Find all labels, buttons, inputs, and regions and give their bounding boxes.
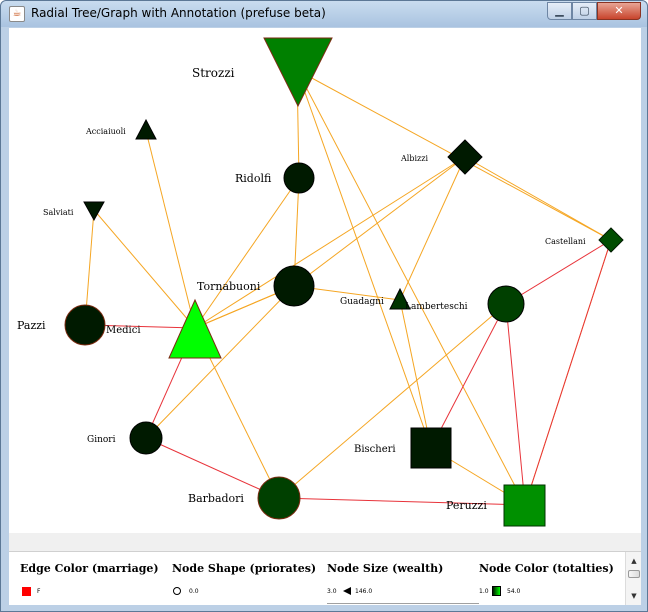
- legend-node-shape-title: Node Shape (priorates): [172, 562, 317, 575]
- node-guadagni[interactable]: [389, 287, 411, 310]
- label-ridolfi: Ridolfi: [235, 172, 272, 185]
- node-albizzi[interactable]: [447, 139, 483, 175]
- window-title: Radial Tree/Graph with Annotation (prefu…: [31, 6, 326, 20]
- legend-scrollbar[interactable]: ▲ ▼: [625, 552, 641, 605]
- node-bischeri[interactable]: [410, 427, 452, 469]
- legend-node-size-title: Node Size (wealth): [327, 562, 444, 575]
- graph-svg[interactable]: Strozzi Acciaiuoli Albizzi Ridolfi Salvi…: [9, 28, 641, 533]
- node-peruzzi[interactable]: [503, 484, 546, 527]
- window-controls: ▁ ▢ ✕: [547, 2, 641, 20]
- label-pazzi: Pazzi: [17, 319, 46, 332]
- node-strozzi[interactable]: [263, 37, 333, 108]
- maximize-button[interactable]: ▢: [572, 2, 597, 20]
- client-area: Strozzi Acciaiuoli Albizzi Ridolfi Salvi…: [9, 28, 641, 605]
- node-salviati[interactable]: [83, 201, 105, 222]
- edge-acciaiuoli-medici[interactable]: [145, 130, 196, 329]
- label-acciaiuoli: Acciaiuoli: [85, 127, 126, 136]
- label-strozzi: Strozzi: [192, 66, 235, 80]
- legend-node-size-max: 146.0: [355, 588, 373, 595]
- edge-salviati-medici[interactable]: [93, 209, 196, 329]
- legend-node-shape-circle-icon: [173, 587, 181, 595]
- node-medici[interactable]: [168, 298, 222, 359]
- edge-lamberteschi-bischeri[interactable]: [430, 303, 507, 449]
- edge-albizzi-guadagni[interactable]: [399, 156, 466, 301]
- edge-guadagni-bischeri[interactable]: [399, 299, 432, 449]
- legend-node-size-wedge-icon: [343, 587, 351, 595]
- edge-barbadori-peruzzi[interactable]: [278, 497, 526, 506]
- label-guadagni: Guadagni: [340, 297, 384, 307]
- legend-panel: Edge Color (marriage) F Node Shape (prio…: [9, 551, 641, 605]
- legend-divider: [327, 603, 479, 604]
- scroll-up-button[interactable]: ▲: [631, 557, 637, 565]
- legend-edge-color-value: F: [37, 588, 41, 595]
- legend-node-color-title: Node Color (totalties): [479, 562, 614, 575]
- legend-node-size-min: 3.0: [327, 588, 337, 595]
- node-castellani[interactable]: [598, 227, 624, 253]
- label-salviati: Salviati: [43, 208, 74, 217]
- edge-strozzi-bischeri[interactable]: [296, 69, 432, 449]
- edge-tornabuoni-ginori[interactable]: [145, 285, 295, 439]
- node-acciaiuoli[interactable]: [135, 118, 157, 140]
- close-button[interactable]: ✕: [597, 2, 641, 20]
- java-app-icon[interactable]: ☕: [9, 6, 25, 22]
- legend-edge-color-title: Edge Color (marriage): [20, 562, 159, 575]
- legend-edge-color-swatch: [22, 587, 31, 596]
- labels-layer: Strozzi Acciaiuoli Albizzi Ridolfi Salvi…: [17, 66, 586, 512]
- label-ginori: Ginori: [87, 435, 116, 445]
- node-ridolfi[interactable]: [283, 162, 315, 194]
- canvas-footer-strip: [9, 533, 641, 551]
- edges-layer: [84, 69, 612, 506]
- label-medici: Medici: [106, 325, 141, 336]
- label-tornabuoni: Tornabuoni: [197, 280, 261, 293]
- label-peruzzi: Peruzzi: [446, 499, 487, 512]
- edge-lamberteschi-barbadori[interactable]: [278, 303, 507, 499]
- legend-node-shape-value: 0.0: [189, 588, 199, 595]
- title-bar[interactable]: ☕ Radial Tree/Graph with Annotation (pre…: [1, 1, 647, 27]
- edge-castellani-lamberteschi[interactable]: [505, 239, 612, 305]
- node-tornabuoni[interactable]: [273, 265, 315, 307]
- graph-canvas[interactable]: Strozzi Acciaiuoli Albizzi Ridolfi Salvi…: [9, 28, 641, 533]
- legend-node-color-gradient: [492, 586, 501, 596]
- nodes-layer: [64, 37, 624, 527]
- node-pazzi[interactable]: [64, 304, 106, 346]
- label-lamberteschi: Lamberteschi: [405, 302, 468, 312]
- node-ginori[interactable]: [129, 421, 163, 455]
- legend-node-color-min: 1.0: [479, 588, 489, 595]
- minimize-button[interactable]: ▁: [547, 2, 572, 20]
- node-lamberteschi[interactable]: [487, 285, 525, 323]
- edge-lamberteschi-peruzzi[interactable]: [505, 303, 526, 506]
- edge-ginori-barbadori[interactable]: [145, 437, 280, 499]
- edge-strozzi-peruzzi[interactable]: [296, 69, 526, 506]
- scroll-down-button[interactable]: ▼: [631, 592, 637, 600]
- scroll-thumb[interactable]: [628, 570, 640, 578]
- legend-node-color-max: 54.0: [507, 588, 521, 595]
- label-castellani: Castellani: [545, 237, 586, 246]
- edge-albizzi-medici[interactable]: [194, 156, 466, 329]
- edge-albizzi-castellani[interactable]: [464, 156, 612, 241]
- node-barbadori[interactable]: [257, 476, 301, 520]
- label-barbadori: Barbadori: [188, 492, 244, 505]
- label-albizzi: Albizzi: [400, 154, 428, 163]
- edge-castellani-peruzzi-red[interactable]: [524, 239, 612, 506]
- edge-ridolfi-medici[interactable]: [194, 177, 300, 329]
- edge-albizzi-tornabuoni[interactable]: [293, 156, 466, 287]
- label-bischeri: Bischeri: [354, 444, 396, 455]
